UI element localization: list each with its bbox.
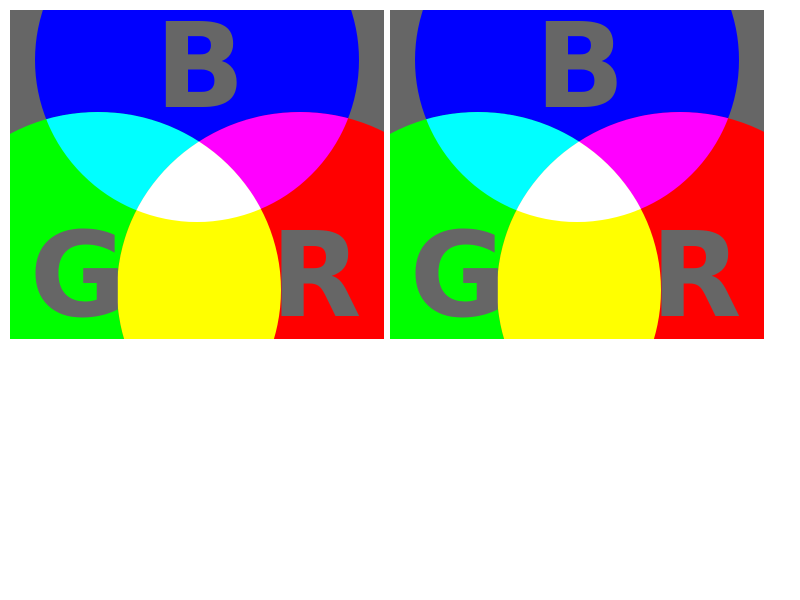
label-b: B [155,10,245,135]
rgb-additive-diagram-left: B G R [10,10,384,339]
rgb-additive-diagram-right: B G R [390,10,764,339]
rgb-circles-graphic: B G R [390,10,764,339]
label-g: G [30,206,127,339]
label-r: R [651,206,742,339]
label-b: B [535,10,625,135]
label-r: R [271,206,362,339]
rgb-circles-graphic: B G R [10,10,384,339]
label-g: G [410,206,507,339]
